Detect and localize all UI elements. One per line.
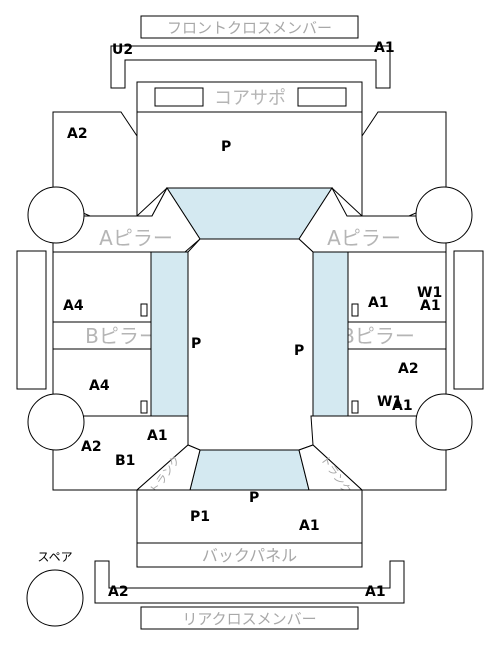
rear-left-code: A2	[108, 584, 129, 600]
quarter-left-a2-code: A2	[81, 439, 102, 455]
rear-right-w-code: W1	[377, 394, 402, 410]
roof-right-code: P	[294, 343, 304, 359]
core-support-label: コアサポ	[214, 88, 286, 109]
front-left-code: U2	[112, 42, 133, 58]
rear-glass[interactable]	[189, 449, 310, 491]
rear-cross-member-box[interactable]	[140, 606, 359, 630]
handle-front-left	[140, 303, 148, 317]
core-support-right-slot	[297, 87, 347, 107]
handle-front-right	[351, 303, 359, 317]
wheel-front-right[interactable]	[415, 186, 473, 244]
core-support-left-slot	[154, 87, 204, 107]
trunk-p-code: P	[249, 490, 259, 506]
a-pillar-right-label: Aピラー	[327, 226, 401, 250]
trunk-p1-code: P1	[190, 509, 210, 525]
mirror-right-a-code: A1	[420, 298, 441, 314]
front-cross-member-label: フロントクロスメンバー	[167, 19, 332, 37]
front-right-code: A1	[374, 40, 395, 56]
front-bumper[interactable]	[110, 45, 391, 89]
rear-bumper[interactable]	[94, 560, 405, 604]
fender-left-code: A2	[67, 126, 88, 142]
spare-tire[interactable]	[26, 569, 84, 627]
trunk-a1-code: A1	[299, 518, 320, 534]
wheel-rear-left[interactable]	[27, 393, 85, 451]
spare-label: スペア	[37, 550, 72, 564]
roof-left-code: P	[191, 336, 201, 352]
side-step-left[interactable]	[16, 250, 47, 390]
a-pillar-left-label: Aピラー	[99, 226, 173, 250]
rear-right-a-code: A1	[392, 398, 413, 414]
side-step-right[interactable]	[453, 250, 484, 390]
rear-door-right-code: A2	[398, 361, 419, 377]
handle-rear-right	[351, 400, 359, 414]
quarter-left-b1-code: B1	[115, 453, 135, 469]
rear-cross-member-label: リアクロスメンバー	[182, 610, 316, 628]
hood-code: P	[221, 139, 231, 155]
back-panel-box[interactable]	[136, 542, 363, 568]
front-door-right-code: A1	[368, 295, 389, 311]
side-glass-right[interactable]	[310, 251, 349, 417]
trunk-lid[interactable]	[136, 489, 363, 544]
wheel-rear-right[interactable]	[415, 393, 473, 451]
front-cross-member-box[interactable]	[140, 15, 359, 39]
rear-right-code: A1	[365, 584, 386, 600]
back-panel-label: バックパネル	[202, 546, 297, 565]
quarter-left-a1-code: A1	[147, 428, 168, 444]
b-pillar-left-label: Bピラー	[85, 324, 159, 348]
front-door-left-code: A4	[63, 298, 84, 314]
handle-rear-left	[140, 400, 148, 414]
side-glass-left[interactable]	[150, 251, 189, 417]
b-pillar-right-label: Bピラー	[341, 324, 415, 348]
mirror-right-w-code: W1	[417, 285, 442, 301]
rear-door-left-code: A4	[89, 378, 110, 394]
wheel-front-left[interactable]	[27, 186, 85, 244]
